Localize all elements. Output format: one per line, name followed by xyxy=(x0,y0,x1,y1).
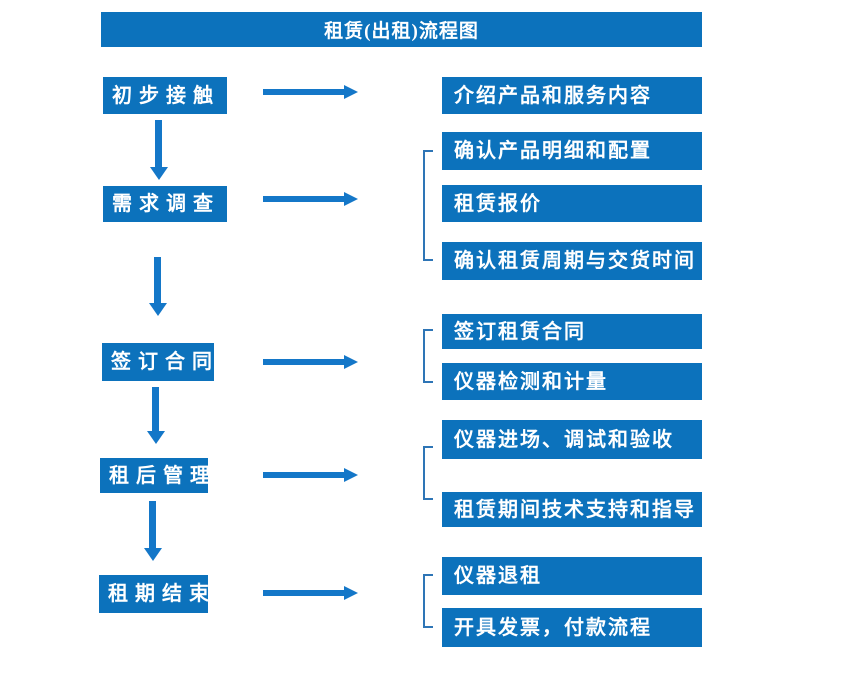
arrow-shaft xyxy=(263,590,344,596)
detail-label: 确认产品明细和配置 xyxy=(454,140,652,162)
detail-label: 签订租赁合同 xyxy=(454,320,586,343)
detail-confirm-lease-period: 确认租赁周期与交货时间 xyxy=(442,242,702,280)
step-lease-end: 租期结束 xyxy=(99,575,208,613)
detail-tech-support: 租赁期间技术支持和指导 xyxy=(442,492,702,527)
arrow-head xyxy=(150,167,168,180)
group-bracket xyxy=(423,150,433,261)
title-bar: 租赁(出租)流程图 xyxy=(101,12,702,47)
detail-invoicing-payment: 开具发票，付款流程 xyxy=(442,608,702,647)
arrow-head xyxy=(344,355,358,369)
group-bracket xyxy=(423,329,433,383)
arrow-shaft xyxy=(263,89,344,95)
down-arrow xyxy=(147,387,165,444)
detail-instrument-testing: 仪器检测和计量 xyxy=(442,363,702,400)
detail-label: 确认租赁周期与交货时间 xyxy=(454,250,696,272)
page-title: 租赁(出租)流程图 xyxy=(324,21,479,42)
arrow-shaft xyxy=(263,359,344,365)
down-arrow xyxy=(150,120,168,180)
detail-instrument-return: 仪器退租 xyxy=(442,557,702,595)
right-arrow xyxy=(263,467,358,483)
right-arrow xyxy=(263,585,358,601)
step-demand-survey: 需求调查 xyxy=(103,186,227,222)
arrow-head xyxy=(344,586,358,600)
arrow-shaft xyxy=(263,196,344,202)
arrow-shaft xyxy=(149,501,156,549)
step-initial-contact: 初步接触 xyxy=(103,77,227,114)
step-label: 签订合同 xyxy=(111,351,214,373)
arrow-shaft xyxy=(263,472,344,478)
detail-label: 仪器退租 xyxy=(454,565,542,587)
detail-label: 介绍产品和服务内容 xyxy=(454,84,652,107)
right-arrow xyxy=(263,191,358,207)
detail-confirm-product-details: 确认产品明细和配置 xyxy=(442,132,702,170)
arrow-head xyxy=(147,431,165,444)
arrow-head xyxy=(144,548,162,561)
step-sign-contract: 签订合同 xyxy=(102,343,214,381)
group-bracket xyxy=(423,446,433,500)
arrow-head xyxy=(344,85,358,99)
detail-sign-lease-contract: 签订租赁合同 xyxy=(442,314,702,349)
detail-label: 租赁报价 xyxy=(454,192,542,215)
step-label: 初步接触 xyxy=(112,84,220,107)
step-post-lease-management: 租后管理 xyxy=(100,458,208,493)
down-arrow xyxy=(149,257,167,316)
detail-label: 仪器检测和计量 xyxy=(454,370,608,393)
step-label: 租后管理 xyxy=(109,464,208,487)
arrow-shaft xyxy=(154,257,161,304)
detail-intro-products: 介绍产品和服务内容 xyxy=(442,77,702,114)
arrow-shaft xyxy=(155,120,162,168)
detail-rental-quote: 租赁报价 xyxy=(442,185,702,222)
arrow-head xyxy=(149,303,167,316)
step-label: 租期结束 xyxy=(108,583,208,605)
detail-label: 租赁期间技术支持和指导 xyxy=(454,498,696,521)
step-label: 需求调查 xyxy=(112,193,220,215)
arrow-head xyxy=(344,468,358,482)
detail-label: 仪器进场、调试和验收 xyxy=(454,428,674,451)
right-arrow xyxy=(263,84,358,100)
right-arrow xyxy=(263,354,358,370)
arrow-shaft xyxy=(152,387,159,432)
detail-label: 开具发票，付款流程 xyxy=(454,616,652,639)
group-bracket xyxy=(423,574,433,628)
arrow-head xyxy=(344,192,358,206)
down-arrow xyxy=(144,501,162,561)
detail-instrument-entry: 仪器进场、调试和验收 xyxy=(442,420,702,459)
